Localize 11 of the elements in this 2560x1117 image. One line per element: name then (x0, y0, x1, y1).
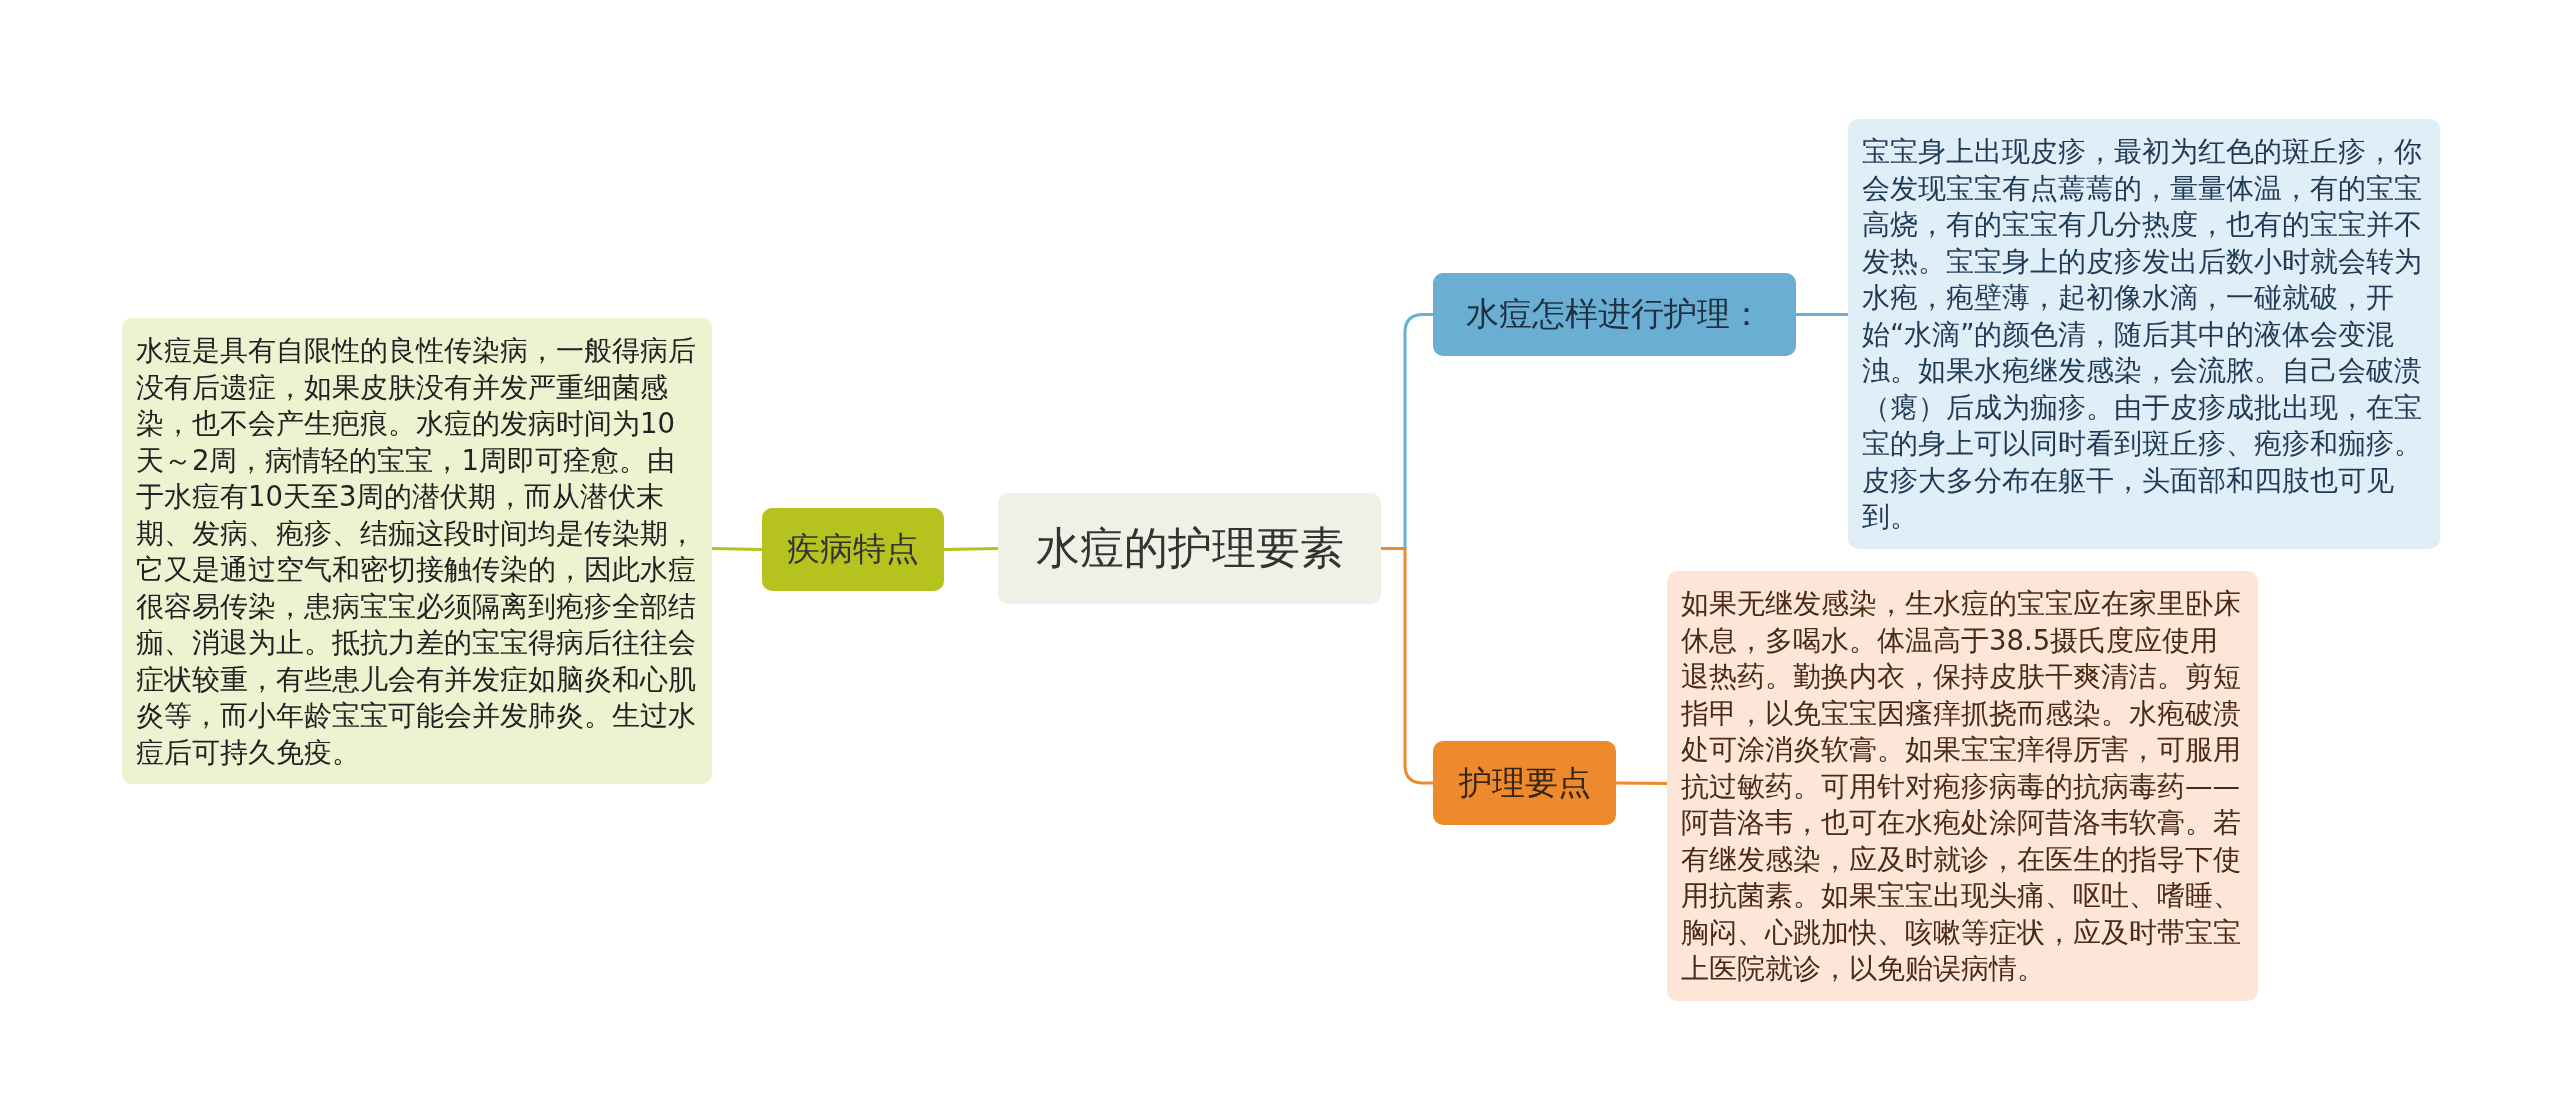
connector (1796, 313, 1848, 316)
text-card: 如果无继发感染，生水痘的宝宝应在家里卧床休息，多喝水。体温高于38.5摄氏度应使用退热药。勤换内衣，保持皮肤干爽清洁。剪短指甲，以免宝宝因瘙痒抓挠而感染。水疱破溃处可涂消炎软膏。如果宝宝痒得厉害，可服用抗过敏药。可用针对疱疹病毒的抗病毒药——阿昔洛韦，也可在水疱处涂阿昔洛韦软膏。若有继发感染，应及时就诊，在医生的指导下使用抗菌素。如果宝宝出现头痛、呕吐、嗜睡、胸闷、心跳加快、咳嗽等症状，应及时带宝宝上医院就诊，以免贻误病情。 (1667, 571, 2258, 1001)
text-card: 宝宝身上出现皮疹，最初为红色的斑丘疹，你会发现宝宝有点蔫蔫的，量量体温，有的宝宝高烧，有的宝宝有几分热度，也有的宝宝并不发热。宝宝身上的皮疹发出后数小时就会转为水疱，疱壁薄，起初像水滴，一碰就破，开始“水滴”的颜色清，随后其中的液体会变混浊。如果水疱继发感染，会流脓。自己会破溃（瘪）后成为痂疹。由于皮疹成批出现，在宝宝的身上可以同时看到斑丘疹、疱疹和痂疹。皮疹大多分布在躯干，头面部和四肢也可见到。 (1848, 119, 2440, 549)
branch-topic: 疾病特点 (762, 508, 944, 591)
connector (711, 547, 763, 551)
central-topic: 水痘的护理要素 (998, 493, 1381, 604)
branch-topic: 护理要点 (1433, 741, 1616, 825)
connector (943, 547, 999, 551)
branch-topic: 水痘怎样进行护理： (1433, 273, 1796, 356)
connector (1616, 781, 1667, 785)
text-card: 水痘是具有自限性的良性传染病，一般得病后没有后遗症，如果皮肤没有并发严重细菌感染，也不会产生疤痕。水痘的发病时间为10天～2周，病情轻的宝宝，1周即可痊愈。由于水痘有10天至3周的潜伏期，而从潜伏末期、发病、疱疹、结痂这段时间均是传染期，它又是通过空气和密切接触传染的，因此水痘很容易传染，患病宝宝必须隔离到疱疹全部结痂、消退为止。抵抗力差的宝宝得病后往往会症状较重，有些患儿会有并发症如脑炎和心肌炎等，而小年龄宝宝可能会并发肺炎。生过水痘后可持久免疫。 (122, 318, 712, 784)
